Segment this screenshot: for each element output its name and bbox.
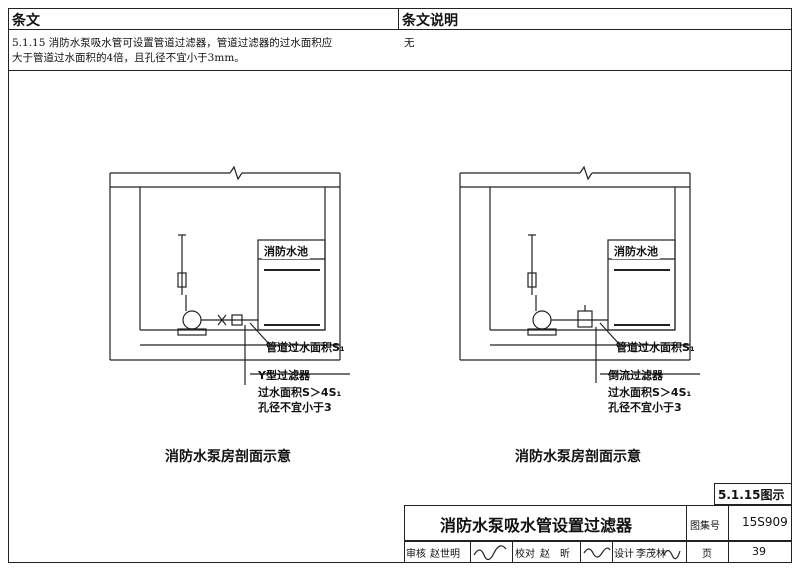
tb-sep-a: [470, 541, 471, 563]
design-signature: [663, 549, 681, 560]
drawing-title: 消防水泵吸水管设置过滤器: [440, 516, 633, 535]
design-name: 李茂林: [636, 549, 666, 560]
review-name: 赵世明: [430, 549, 460, 560]
left-filter-hole: 孔径不宜小于3: [258, 401, 332, 414]
header-explanation-cell: [398, 8, 792, 30]
review-signature: [473, 545, 507, 561]
left-pump-room-section: [109, 165, 350, 385]
left-figure-caption: 消防水泵房剖面示意: [165, 449, 291, 465]
clause-explanation-text: 无: [404, 37, 415, 49]
atlas-number-label: 图集号: [690, 521, 720, 532]
check-label: 校对: [515, 549, 535, 560]
header-clause-cell: [8, 8, 398, 30]
left-filter-area: 过水面积S＞4S₁: [258, 386, 342, 399]
right-filter-area: 过水面积S＞4S₁: [608, 386, 692, 399]
tb-sep-d: [612, 541, 613, 563]
tb-sep-b: [512, 541, 513, 563]
right-pipe-area-label: 管道过水面积S₁: [616, 341, 695, 354]
check-signature: [583, 547, 611, 558]
figure-number-cell: [714, 483, 792, 505]
left-tank-label: 消防水池: [262, 243, 310, 259]
header-explanation-title: 条文说明: [402, 13, 458, 29]
design-label: 设计: [614, 549, 634, 560]
right-filter-name: 倒流过滤器: [608, 369, 663, 382]
header-clause-title: 条文: [12, 13, 40, 29]
header-divider: [398, 8, 399, 30]
right-figure-caption: 消防水泵房剖面示意: [515, 449, 641, 465]
check-name: 赵 昕: [540, 549, 570, 560]
clause-text-line-2: 大于管道过水面积的4倍，且孔径不宜小于3mm。: [12, 52, 245, 64]
title-block-divider-1: [686, 505, 687, 563]
clause-bottom-rule: [8, 70, 792, 71]
left-filter-name: Y型过滤器: [258, 369, 310, 382]
page-number: 39: [752, 545, 766, 558]
title-block-bottom-row: [404, 541, 792, 563]
right-filter-hole: 孔径不宜小于3: [608, 401, 682, 414]
clause-text-line-1: 5.1.15 消防水泵吸水管可设置管道过滤器，管道过滤器的过水面积应: [12, 37, 333, 49]
review-label: 审核: [406, 549, 426, 560]
page-label: 页: [702, 549, 712, 560]
right-tank-label: 消防水池: [612, 243, 660, 259]
figure-number: 5.1.15图示: [718, 488, 785, 502]
left-pipe-area-label: 管道过水面积S₁: [266, 341, 345, 354]
sheet-border: [8, 8, 792, 563]
title-block-top-row: [404, 505, 792, 541]
tb-sep-c: [580, 541, 581, 563]
atlas-number: 15S909: [742, 515, 788, 529]
title-block-divider-2: [728, 505, 729, 563]
right-pump-room-section: [459, 165, 700, 383]
